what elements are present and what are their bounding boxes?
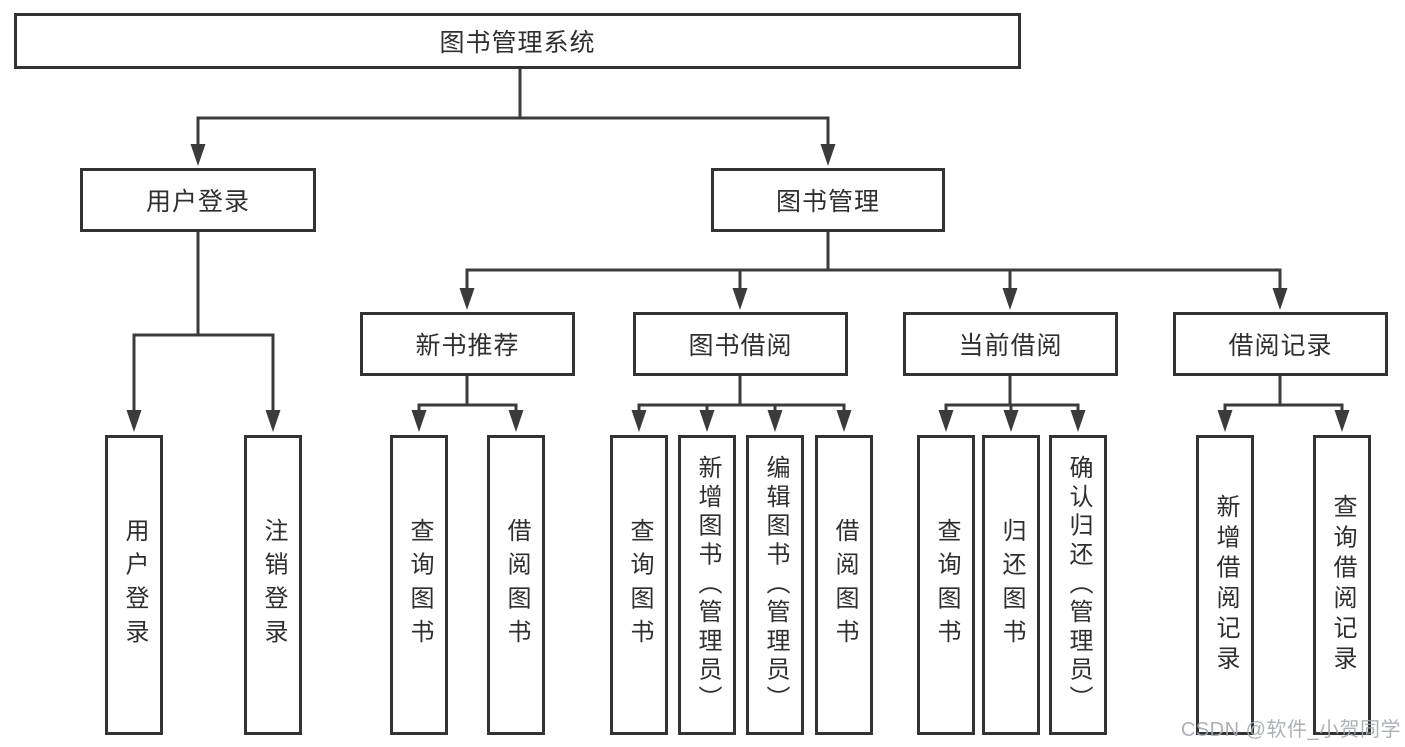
leaf-borrow-books: 借阅图书 (815, 435, 873, 735)
leaf-add-borrow-record: 新增借阅记录 (1196, 435, 1254, 735)
node-current-borrowing: 当前借阅 (903, 312, 1118, 376)
leaf-borrow-books-recommend: 借阅图书 (487, 435, 545, 735)
leaf-query-books-borrowing: 查询图书 (610, 435, 668, 735)
node-book-management: 图书管理 (711, 168, 945, 232)
node-user-login: 用户登录 (80, 168, 316, 232)
leaf-confirm-return-admin: 确认归还（管理员） (1049, 435, 1107, 735)
csdn-watermark: CSDN @软件_小贺同学 (1180, 719, 1401, 741)
arrowheads (126, 144, 1350, 432)
node-library-management-system: 图书管理系统 (14, 13, 1021, 69)
node-book-borrowing: 图书借阅 (633, 312, 848, 376)
leaf-logout: 注销登录 (244, 435, 302, 735)
leaf-query-books-recommend: 查询图书 (390, 435, 448, 735)
leaf-query-borrow-record: 查询借阅记录 (1313, 435, 1371, 735)
leaf-user-login: 用户登录 (105, 435, 163, 735)
node-new-book-recommendation: 新书推荐 (360, 312, 575, 376)
node-borrowing-records: 借阅记录 (1173, 312, 1388, 376)
leaf-query-books-current: 查询图书 (917, 435, 975, 735)
leaf-return-book: 归还图书 (982, 435, 1040, 735)
leaf-add-book-admin: 新增图书（管理员） (678, 435, 736, 735)
leaf-edit-book-admin: 编辑图书（管理员） (746, 435, 804, 735)
